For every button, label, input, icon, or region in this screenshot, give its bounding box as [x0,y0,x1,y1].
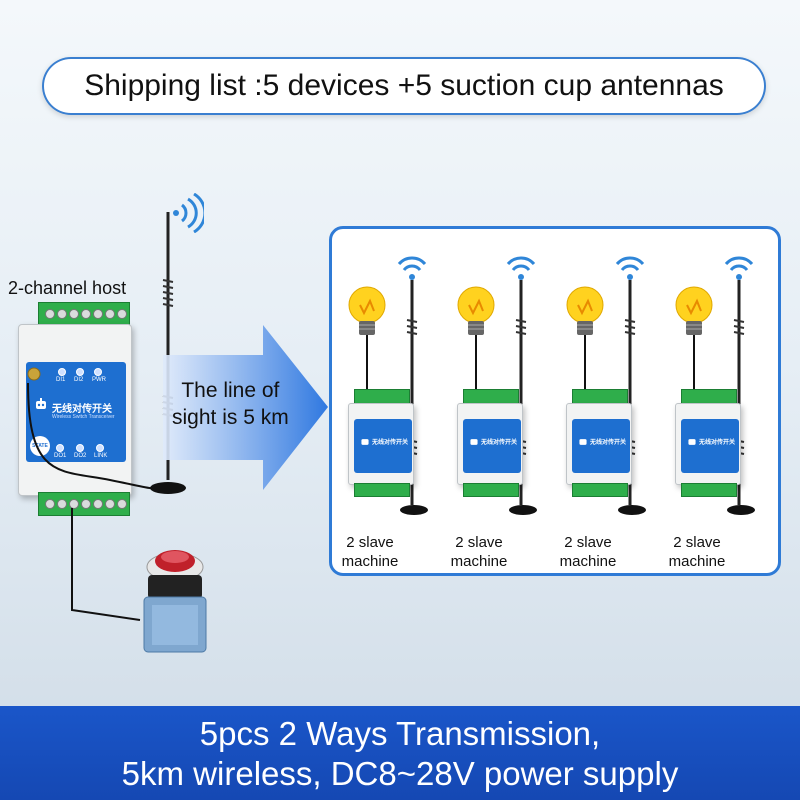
light-bulb-icon [566,286,604,343]
wifi-signal-icon [173,193,204,233]
slave-unit: 无线对传开关 2 slave machine [449,255,549,570]
host-top-terminal [38,302,130,326]
shipping-list-text: Shipping list :5 devices +5 suction cup … [84,69,724,102]
right-arrow [163,325,328,490]
suction-cup-antenna [509,280,537,515]
wifi-signal-icon [397,256,427,280]
slave-label: 2 slave machine [341,534,399,570]
robot-logo-icon [36,398,46,409]
light-bulb-icon [348,286,386,343]
light-bulb-icon [457,286,495,343]
shipping-list-banner: Shipping list :5 devices +5 suction cup … [42,57,766,115]
slave-device: 无线对传开关 [564,389,632,497]
wifi-signal-icon [724,256,754,280]
host-label: 2-channel host [8,278,127,298]
host-face: 无线对传开关 Wireless Switch Transceiver DI1 D… [26,362,126,462]
host-device: 无线对传开关 Wireless Switch Transceiver DI1 D… [12,302,132,516]
slave-device: 无线对传开关 [673,389,741,497]
slave-unit: 无线对传开关 2 slave machine [558,255,658,570]
line-of-sight-text: The line of sight is 5 km [172,379,289,429]
slave-label: 2 slave machine [668,534,726,570]
wifi-signal-icon [615,256,645,280]
banner-line-2: 5km wireless, DC8~28V power supply [121,755,679,792]
host-bottom-terminal [38,492,130,516]
wifi-signal-icon [506,256,536,280]
bottom-banner: 5pcs 2 Ways Transmission, 5km wireless, … [0,706,800,800]
slave-label: 2 slave machine [559,534,617,570]
slave-device: 无线对传开关 [346,389,414,497]
slave-device: 无线对传开关 [455,389,523,497]
host-face-subtitle: Wireless Switch Transceiver [52,414,115,420]
push-button-switch[interactable] [130,545,220,660]
antenna-connector [27,367,41,381]
light-bulb-icon [675,286,713,343]
slave-unit: 无线对传开关 2 slave machine [667,255,767,570]
slave-unit: 无线对传开关 2 slave machine [340,255,440,570]
slave-label: 2 slave machine [450,534,508,570]
banner-line-1: 5pcs 2 Ways Transmission, [199,715,601,752]
host-face-title: 无线对传开关 [52,404,112,415]
